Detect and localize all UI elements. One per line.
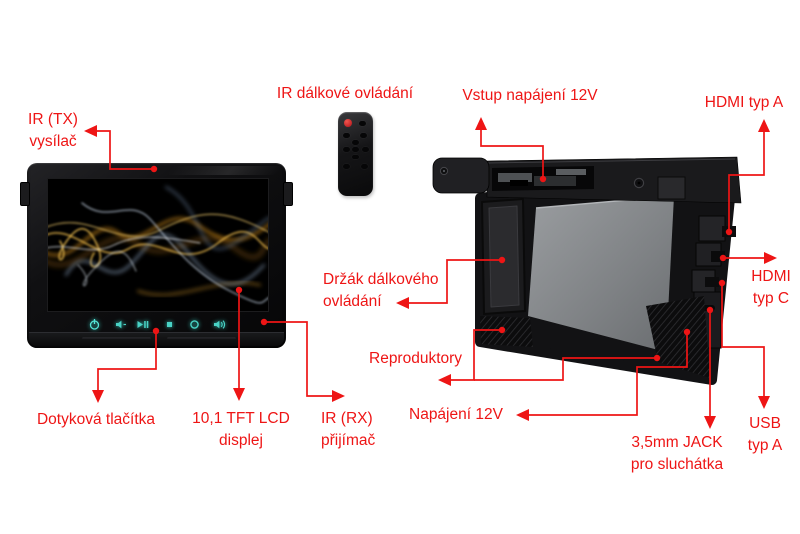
remote-control-image: [338, 112, 373, 196]
hdmi-a-port: [722, 226, 736, 237]
holder-label: Držák dálkového ovládání: [323, 271, 439, 310]
remote-button: [359, 133, 367, 138]
remote-button: [342, 133, 350, 138]
speakers-label: Reproduktory: [369, 350, 463, 367]
remote-up-button: [352, 140, 359, 145]
left-speaker-grille: [480, 316, 533, 347]
right-mount-tab: [283, 182, 293, 206]
port-stubs: [680, 215, 736, 349]
mount-bracket: [432, 156, 742, 204]
play-pause-icon: [137, 321, 149, 328]
volume-down-icon: [116, 320, 126, 329]
usb-a-port: [705, 277, 719, 287]
bezel-sheen: [166, 166, 284, 175]
rear-view-image: [432, 156, 742, 385]
hdmi-c-port: [711, 251, 725, 262]
ir-remote-label: IR dálkové ovládání: [276, 85, 414, 102]
monitor-chin: [29, 332, 284, 346]
lcd-screen: [47, 178, 269, 312]
remote-button: [359, 121, 366, 126]
front-monitor-image: [20, 163, 293, 348]
remote-left-button: [343, 147, 350, 152]
hdmi-a-label: HDMI typ A: [704, 94, 784, 111]
remote-button: [342, 164, 350, 169]
power-icon: [89, 319, 100, 330]
left-mount-tab: [20, 182, 30, 206]
jack-label: 3,5mm JACK pro sluchátka: [630, 434, 724, 473]
chin-line-right: [167, 332, 236, 339]
remote-power-button: [344, 119, 352, 127]
remote-ok-button: [352, 147, 359, 152]
screen-wallpaper-art: [48, 179, 268, 311]
rear-panel: [528, 196, 674, 352]
ir-rx-arrowhead: [332, 390, 345, 402]
hdmi-c-label: HDMI typ C: [751, 268, 791, 307]
power-12v-label: Napájení 12V: [409, 406, 503, 423]
power-input-arrowhead: [475, 117, 487, 130]
ir-tx-label: IR (TX) vysílač: [28, 111, 78, 150]
power-input-label: Vstup napájení 12V: [462, 87, 598, 104]
menu-ring-icon: [190, 320, 199, 329]
display-arrowhead: [233, 388, 245, 401]
ir-rx-label: IR (RX) přijímač: [321, 410, 376, 449]
stop-icon: [167, 322, 172, 327]
touch-button-bar: [27, 315, 286, 335]
touch-buttons-arrowhead: [92, 390, 104, 403]
remote-holder: [481, 198, 526, 315]
volume-up-icon: [214, 320, 226, 329]
remote-right-button: [361, 147, 369, 152]
usb-a-label: USB typ A: [747, 415, 783, 454]
chin-line-left: [82, 332, 151, 339]
display-label: 10,1 TFT LCD displej: [192, 410, 290, 449]
remote-button: [360, 164, 368, 169]
remote-down-button: [352, 154, 359, 159]
touch-buttons-label: Dotyková tlačítka: [36, 411, 156, 428]
hdmi-a-arrowhead: [758, 119, 770, 132]
